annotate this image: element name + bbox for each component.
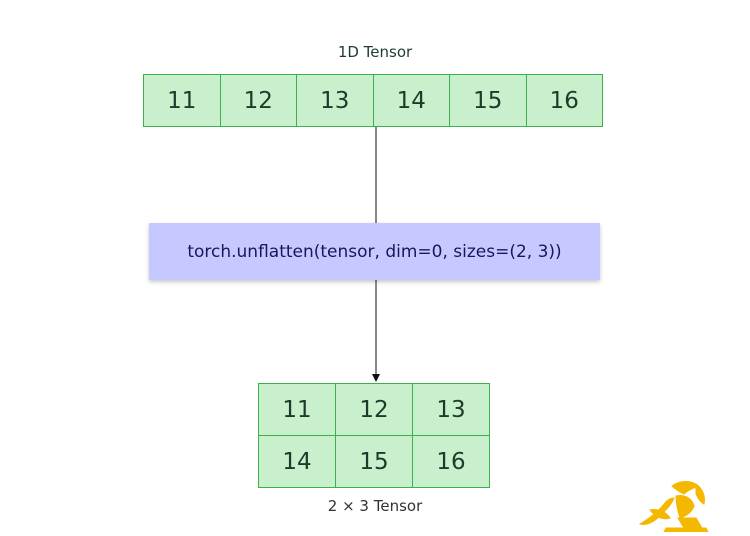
tensor-2d-row: 14 15 16 (258, 435, 490, 488)
logo-icon (638, 481, 709, 532)
tensor-1d-cell: 13 (296, 74, 374, 127)
tensor-2d-cell: 11 (258, 383, 336, 436)
tensor-1d-cell: 14 (372, 74, 450, 127)
tensor-2d-cell: 12 (335, 383, 413, 436)
tensor-1d: 11 12 13 14 15 16 (143, 74, 603, 127)
tensor-2d-cell: 15 (335, 435, 413, 488)
tensor-2d-cell: 16 (412, 435, 490, 488)
tensor-2d-row: 11 12 13 (258, 383, 490, 436)
operation-code: torch.unflatten(tensor, dim=0, sizes=(2,… (187, 241, 562, 262)
operation-box: torch.unflatten(tensor, dim=0, sizes=(2,… (149, 223, 600, 280)
tensor-2d: 11 12 13 14 15 16 (258, 383, 490, 488)
tensor-1d-cell: 16 (525, 74, 603, 127)
tensor-1d-label: 1D Tensor (337, 43, 413, 61)
tensor-2d-cell: 14 (258, 435, 336, 488)
tensor-2d-cell: 13 (412, 383, 490, 436)
tensor-1d-cell: 15 (449, 74, 527, 127)
tensor-2d-label: 2 × 3 Tensor (327, 497, 423, 515)
